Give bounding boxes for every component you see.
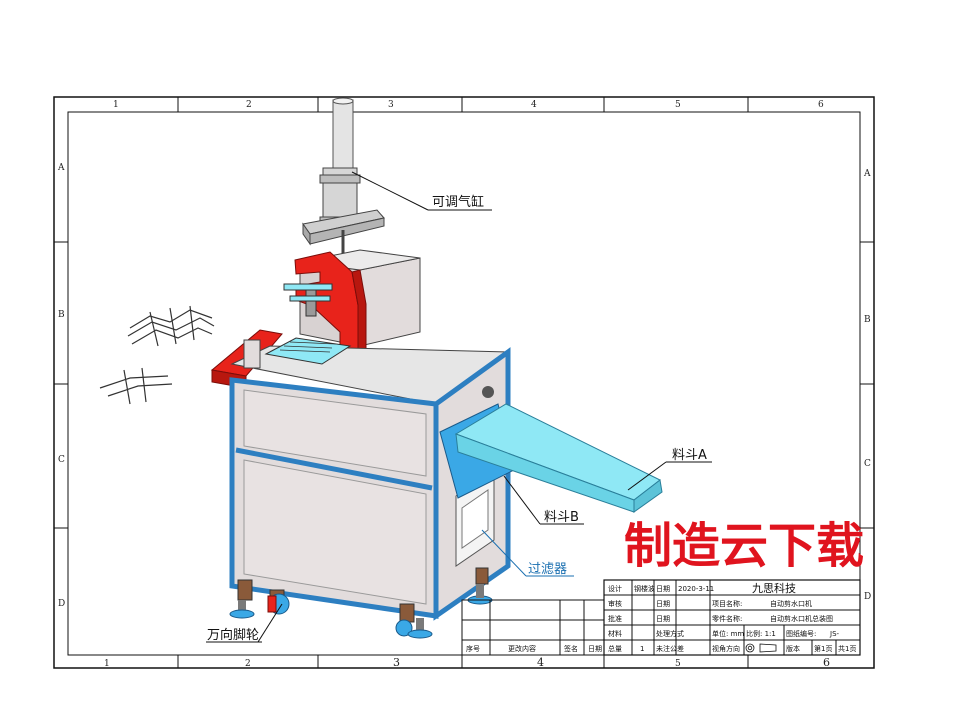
tb-process-label: 处理方式 xyxy=(656,629,684,638)
watermark-text: 制造云下载 xyxy=(624,518,864,574)
zone-col-label: 3 xyxy=(388,100,394,110)
callout-label: 过滤器 xyxy=(528,562,567,577)
zone-col-label: 4 xyxy=(531,100,537,110)
callout-filter: 过滤器 xyxy=(481,529,574,577)
tb-material-label: 材料 xyxy=(608,629,622,638)
callout-label: 万向脚轮 xyxy=(207,627,259,643)
zone-row-label: C xyxy=(864,459,871,469)
tb-date-label: 日期 xyxy=(656,585,670,593)
tb-version-label: 版本 xyxy=(786,644,800,653)
zone-row-label: B xyxy=(58,310,65,320)
callout-label: 料斗A xyxy=(672,448,707,463)
zone-col-label: 1 xyxy=(104,659,110,669)
sample-parts xyxy=(99,305,215,405)
tb-date-value: 2020-3-11 xyxy=(678,585,714,593)
tb-unit-label: 单位: mm xyxy=(712,629,744,638)
zone-row-label: B xyxy=(864,315,871,325)
tb-review-label: 审核 xyxy=(608,599,622,608)
zone-col-label: 5 xyxy=(675,659,681,669)
callout-casters: 万向脚轮 xyxy=(206,603,283,643)
title-block: 九思科技 设计 钢楼波 日期 2020-3-11 审核 日期 项目名称: 自动剪… xyxy=(461,579,861,656)
tb-projection-label: 视角方向 xyxy=(712,644,740,653)
callout-hopper-a: 料斗A xyxy=(627,448,712,491)
zone-col-label: 2 xyxy=(245,659,251,669)
zone-col-label: 2 xyxy=(246,100,252,110)
tb-scale-label: 比例: 1:1 xyxy=(746,629,776,638)
zone-row-label: C xyxy=(58,455,65,465)
tb-weight-value: 1 xyxy=(640,645,644,653)
upper-housing xyxy=(359,257,421,347)
tb-total-label: 共1页 xyxy=(838,644,856,653)
tb-change-sign: 签名 xyxy=(564,644,578,653)
machine-illustration xyxy=(99,97,663,639)
zone-col-label: 4 xyxy=(537,656,544,669)
tb-change-seq: 序号 xyxy=(466,644,480,653)
tb-weight-label: 总量 xyxy=(608,644,622,653)
callout-label: 可调气缸 xyxy=(432,194,484,210)
projection-symbol-icon xyxy=(745,643,777,653)
tb-change-content: 更改内容 xyxy=(508,644,536,653)
top-column-labels: 1 2 3 4 5 6 xyxy=(113,100,824,110)
zone-col-label: 3 xyxy=(393,656,400,669)
zone-col-label: 5 xyxy=(675,100,681,110)
machine-feet xyxy=(229,567,493,639)
cylinder-rod xyxy=(332,99,354,171)
zone-col-label: 1 xyxy=(113,100,119,110)
callout-cylinder: 可调气缸 xyxy=(351,171,492,211)
tb-sheet-label: 第1页 xyxy=(814,644,832,653)
zone-row-label: D xyxy=(58,599,65,609)
zone-col-label: 6 xyxy=(818,100,824,110)
tb-tolerance-label: 未注公差 xyxy=(656,644,684,653)
tb-part-value: 自动剪水口机总装图 xyxy=(770,614,833,623)
tb-drawing-no-value: JS- xyxy=(829,630,840,638)
zone-col-label: 6 xyxy=(823,656,830,669)
left-row-labels: A B C D xyxy=(57,163,65,609)
zone-row-label: A xyxy=(57,163,65,173)
tb-part-label: 零件名称: xyxy=(712,614,742,623)
bottom-column-labels: 1 2 3 4 5 6 xyxy=(104,656,830,669)
tb-project-value: 自动剪水口机 xyxy=(770,599,812,608)
tb-project-label: 项目名称: xyxy=(712,599,742,608)
right-row-labels: A B C D xyxy=(863,169,871,602)
zone-row-label: A xyxy=(863,169,871,179)
callout-hopper-b: 料斗B xyxy=(503,475,584,525)
tb-approve-date: 日期 xyxy=(656,615,670,623)
tb-review-date: 日期 xyxy=(656,600,670,608)
tb-approve-label: 批准 xyxy=(608,614,622,623)
tb-change-date: 日期 xyxy=(588,645,602,653)
tb-drawing-no-label: 图纸编号: xyxy=(786,629,816,638)
tb-design-name: 钢楼波 xyxy=(634,584,655,593)
callout-label: 料斗B xyxy=(544,510,579,525)
tb-design-label: 设计 xyxy=(608,584,622,593)
company-name: 九思科技 xyxy=(752,581,796,595)
zone-row-label: D xyxy=(864,592,871,602)
